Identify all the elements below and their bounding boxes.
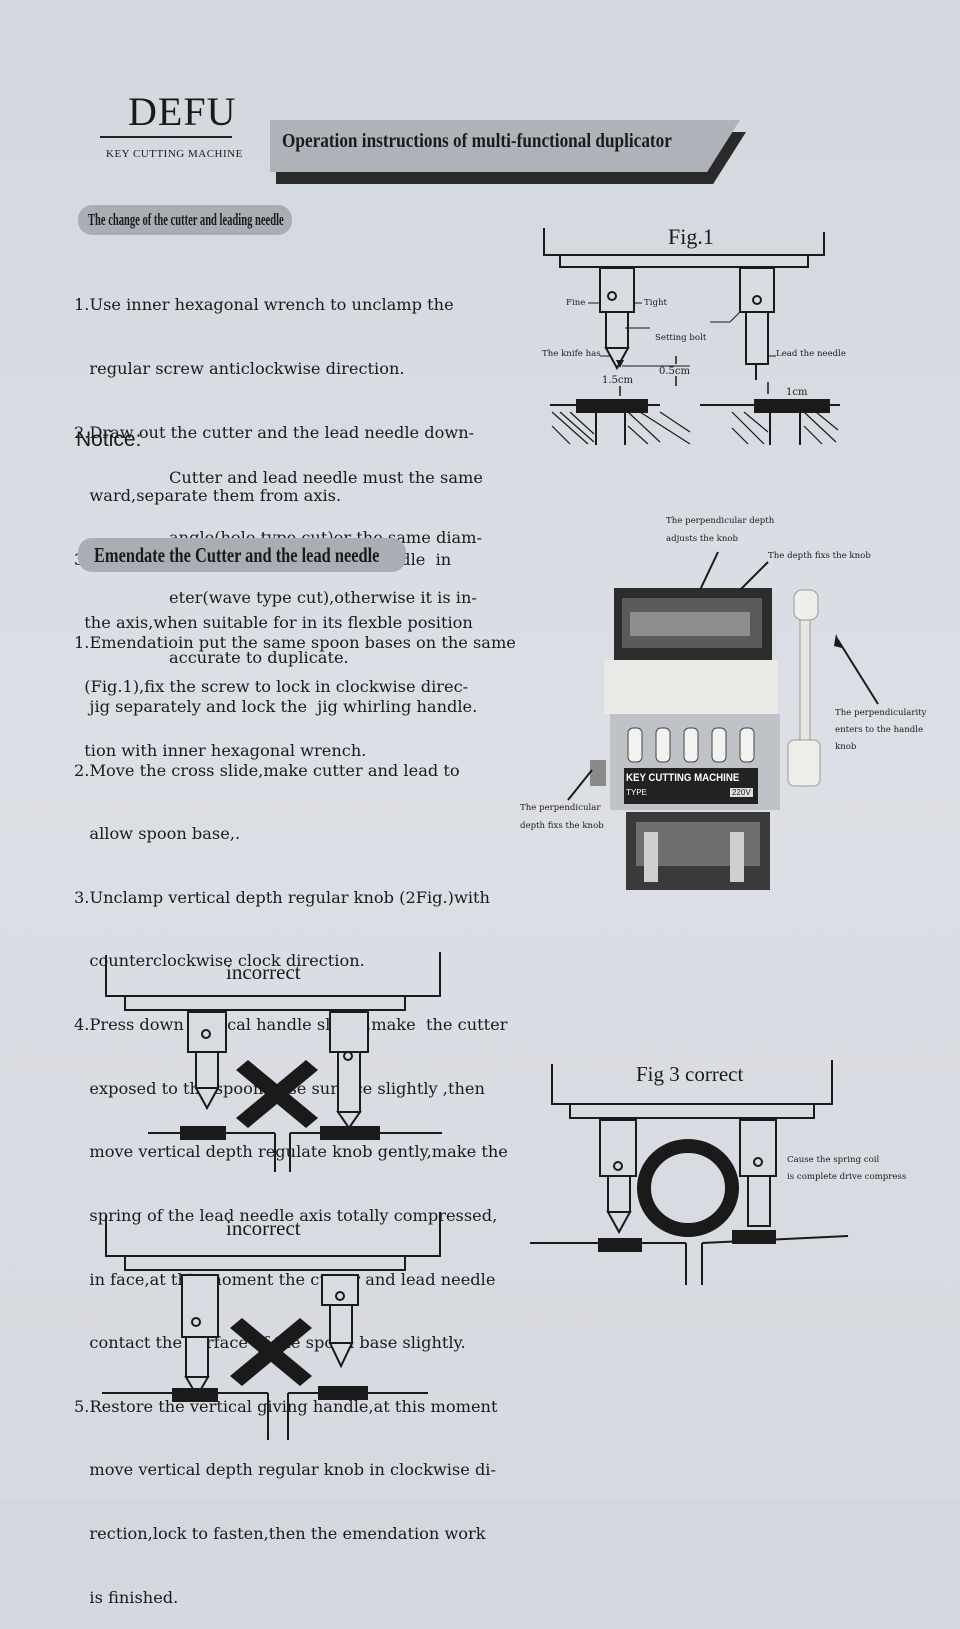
fig1-title: Fig.1 [668, 224, 714, 249]
instruction-line: 3.Unclamp vertical depth regular knob (2… [74, 887, 490, 907]
fig2-label-depth-adjust-1: The perpendicular depth [666, 516, 775, 526]
fig1-label-05cm: 0.5cm [659, 366, 690, 377]
brand-logo: DEFU [128, 89, 237, 134]
section-heading-text: Emendate the Cutter and the lead needle [94, 543, 380, 567]
incorrect-diagram-1 [105, 952, 442, 1172]
fig1-label-lead: Lead the needle [776, 349, 846, 359]
brand-divider [100, 136, 232, 138]
fig1-label-setting-bolt: Setting bolt [655, 333, 707, 343]
instruction-line: rection,lock to fasten,then the emendati… [74, 1523, 486, 1543]
fig3-note-1: Cause the spring coil [787, 1155, 880, 1165]
fig2-label-bottom-2: depth fixs the knob [520, 821, 604, 831]
instruction-line: 5.Restore the vertical giving handle,at … [74, 1396, 498, 1416]
machine-voltage-label: 220V [730, 788, 753, 797]
notice-line: accurate to duplicate. [169, 648, 349, 667]
machine-name-label: KEY CUTTING MACHINE [626, 772, 740, 784]
instruction-line: move vertical depth regular knob in cloc… [74, 1460, 496, 1480]
instruction-line: jig separately and lock the jig whirling… [74, 697, 478, 717]
instruction-line: ward,separate them from axis. [74, 486, 342, 506]
section-heading-emendate: Emendate the Cutter and the lead needle [78, 538, 406, 572]
fig2-label-handle-1: The perpendicularity [835, 708, 927, 718]
instruction-line: allow spoon base,. [74, 824, 241, 844]
fig1-label-fine: Fine [566, 298, 586, 308]
notice-label: Notice: [76, 428, 142, 451]
machine-type-label: TYPE [626, 788, 647, 797]
instruction-line: is finished. [74, 1587, 179, 1607]
instruction-line: spring of the lead needle axis totally c… [74, 1205, 498, 1225]
fig1-label-tight: Tight [644, 298, 667, 308]
section-heading-cutter-change: The change of the cutter and leading nee… [78, 205, 292, 235]
instruction-line: 2.Move the cross slide,make cutter and l… [74, 760, 460, 780]
instruction-line: regular screw anticlockwise direction. [74, 359, 405, 379]
incorrect-diagram-2 [102, 1212, 441, 1440]
instruction-line: 2.Draw out the cutter and the lead needl… [74, 422, 475, 442]
notice-text: Cutter and lead needle must the same ang… [169, 428, 483, 688]
fig1-label-1cm: 1cm [786, 387, 808, 398]
instruction-line: the axis,when suitable for in its flexbl… [74, 613, 473, 633]
instruction-line: 1.Use inner hexagonal wrench to unclamp … [74, 295, 454, 315]
fig2-label-depth-adjust-2: adjusts the knob [666, 534, 739, 544]
brand-subtitle: KEY CUTTING MACHINE [106, 148, 243, 160]
fig1-diagram [543, 228, 840, 445]
page-title: Operation instructions of multi-function… [282, 130, 672, 152]
instruction-line: 1.Emendatioin put the same spoon bases o… [74, 633, 516, 653]
fig2-label-handle-2: enters to the handle [835, 725, 924, 735]
notice-line: eter(wave type cut),otherwise it is in- [169, 588, 477, 607]
incorrect-label-2: incorrect [226, 1216, 301, 1240]
instruction-line: (Fig.1),fix the screw to lock in clockwi… [74, 677, 469, 697]
title-banner [270, 120, 740, 172]
fig3-diagram [530, 1060, 849, 1285]
incorrect-label-1: incorrect [226, 960, 301, 984]
fig1-label-15cm: 1.5cm [602, 375, 633, 386]
fig2-label-handle-3: knob [835, 742, 857, 752]
notice-line: Cutter and lead needle must the same [169, 468, 483, 487]
instruction-line: move vertical depth regulate knob gently… [74, 1142, 508, 1162]
instruction-line: counterclockwise clock direction. [74, 951, 365, 971]
fig3-note-2: is complete drive compress [787, 1172, 907, 1182]
fig2-label-bottom-1: The perpendicular [520, 803, 601, 813]
fig2-label-depth-fixs: The depth fixs the knob [768, 551, 871, 561]
fig3-title: Fig 3 correct [636, 1062, 744, 1086]
instruction-line: tion with inner hexagonal wrench. [74, 740, 367, 760]
fig2-machine-photo [567, 551, 879, 890]
fig1-label-knife: The knife has [542, 349, 601, 359]
section-heading-text: The change of the cutter and leading nee… [88, 210, 284, 229]
